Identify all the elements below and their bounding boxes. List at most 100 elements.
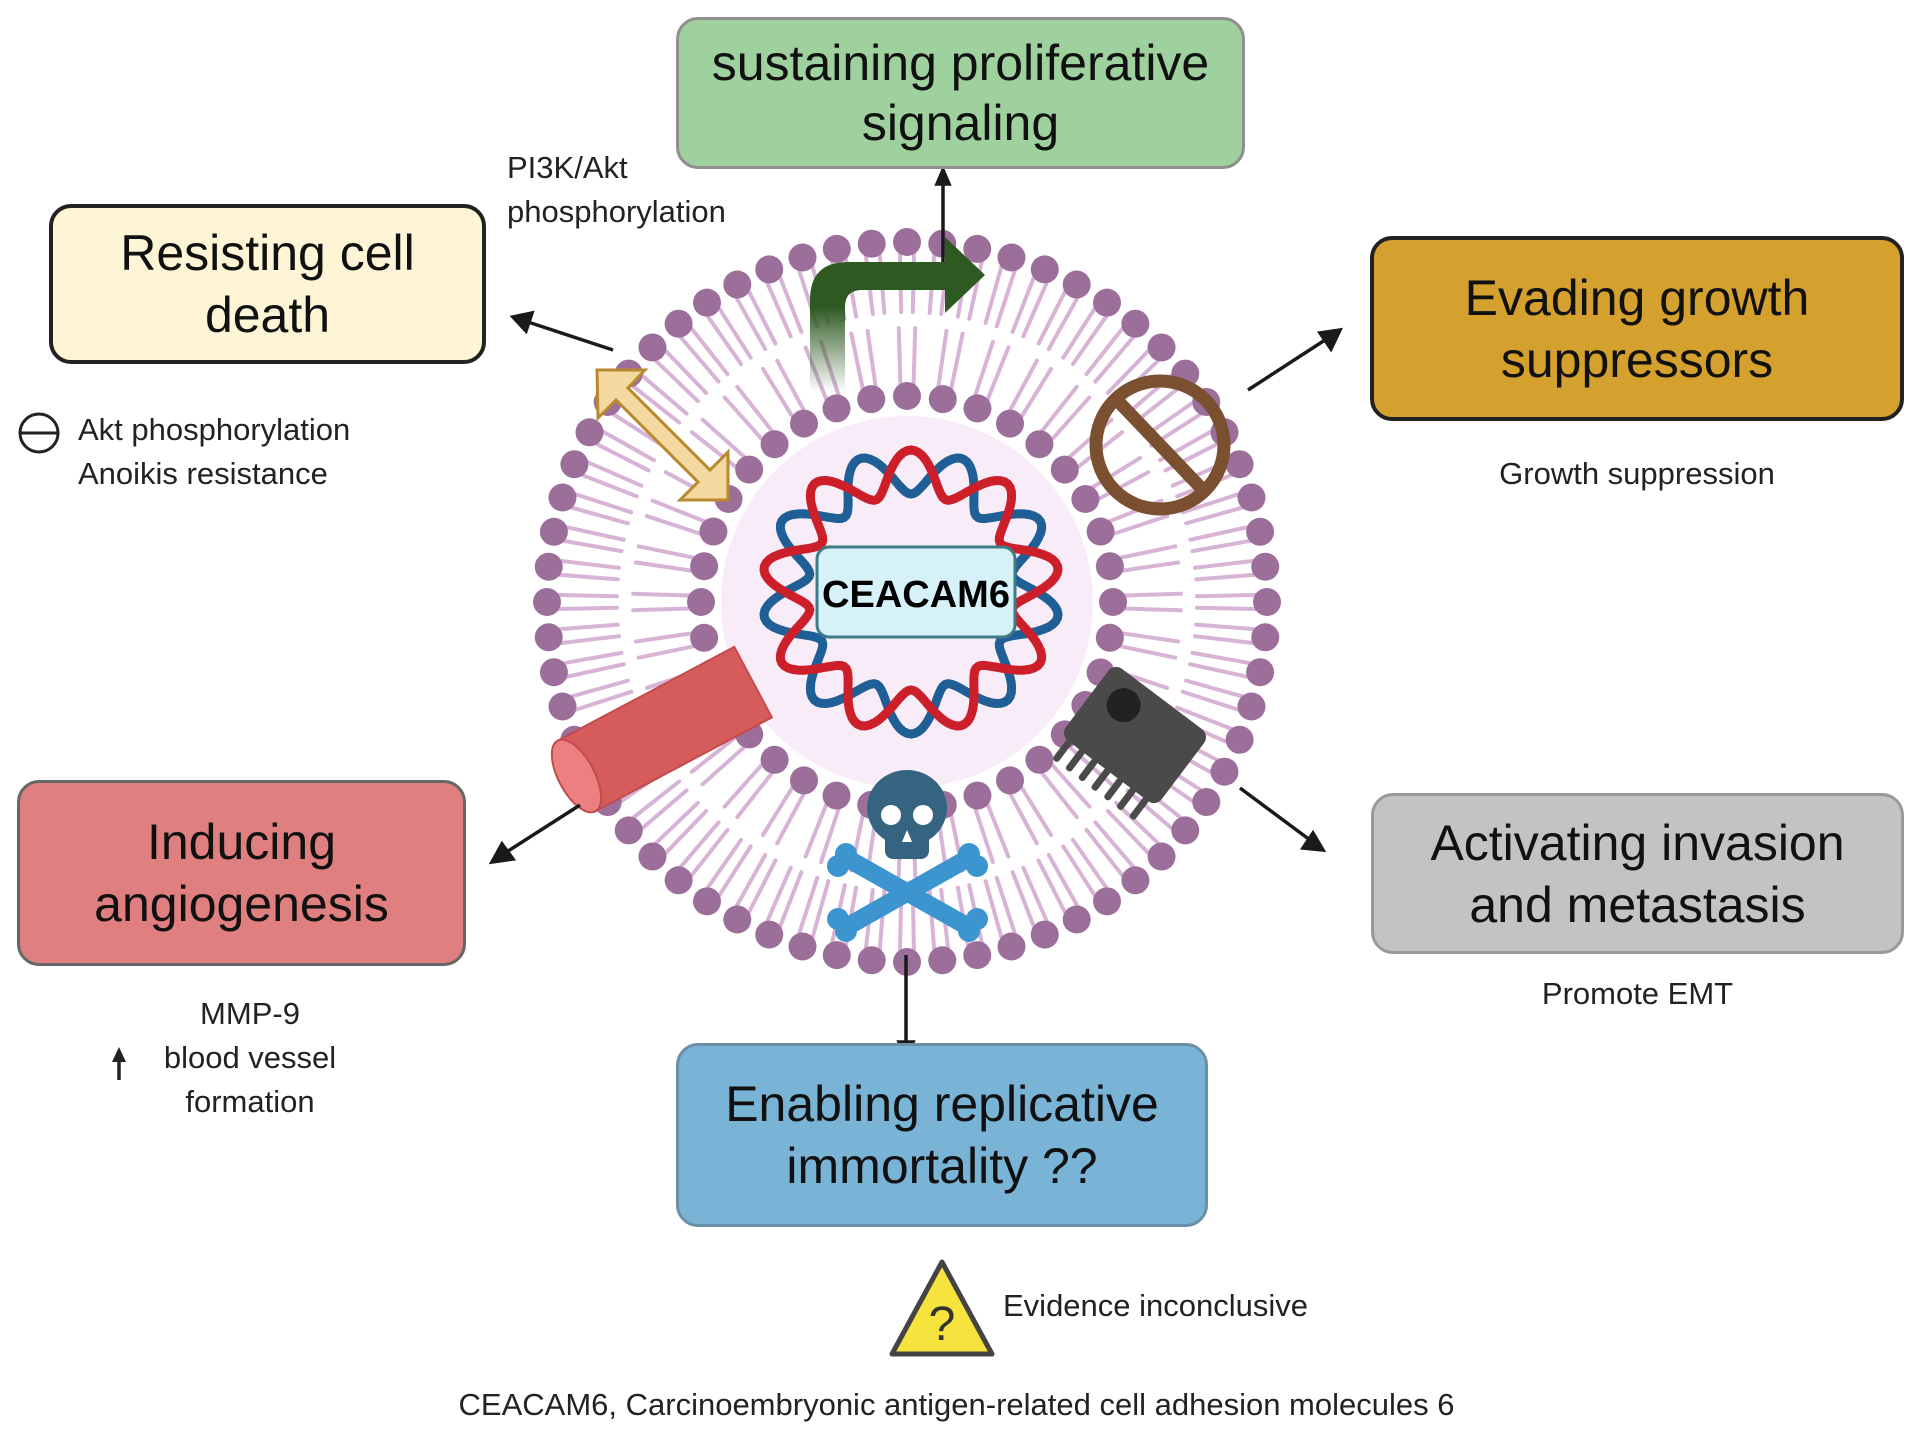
- lipid-tail: [654, 358, 700, 404]
- note-line: Promote EMT: [1541, 976, 1734, 1011]
- lipid-tail: [689, 326, 730, 377]
- lipid-tail: [640, 373, 689, 416]
- lipid-tail: [1040, 384, 1079, 433]
- box-line: Evading growth: [1464, 269, 1810, 326]
- lipid-head: [755, 255, 784, 284]
- lipid-tail: [722, 395, 764, 442]
- lipid-head: [575, 418, 604, 447]
- lipid-head: [1192, 788, 1221, 817]
- lipid-tail: [700, 417, 747, 459]
- lipid-head: [1121, 309, 1150, 338]
- lipid-tail: [636, 644, 696, 660]
- lipid-tail: [1184, 678, 1244, 699]
- lipid-tail: [1194, 622, 1256, 632]
- lipid-tail: [1093, 335, 1136, 384]
- lipid-head: [996, 409, 1024, 438]
- lipid-tail: [1010, 870, 1036, 929]
- lipid-tail: [747, 289, 778, 346]
- lipid-tail: [633, 560, 694, 573]
- lipid-tail: [636, 544, 696, 560]
- note-mmp9: MMP-9 blood vessel formation: [130, 992, 370, 1124]
- lipid-tail: [734, 852, 768, 908]
- lipid-head: [1025, 745, 1054, 774]
- lipid-head: [893, 228, 921, 256]
- lipid-tail: [586, 460, 644, 488]
- lipid-tail: [973, 339, 995, 398]
- lipid-tail: [650, 498, 707, 524]
- lipid-head: [822, 941, 851, 970]
- lipid-head: [533, 588, 561, 616]
- lipid-head: [1093, 288, 1122, 317]
- lipid-tail: [1114, 800, 1160, 846]
- lipid-tail: [689, 827, 730, 878]
- lipid-tail: [1070, 314, 1109, 367]
- lipid-tail: [1194, 572, 1256, 582]
- lipid-tail: [810, 879, 831, 939]
- lipid-head: [1225, 725, 1254, 754]
- box-line: death: [204, 287, 331, 343]
- lipid-head: [788, 243, 817, 272]
- box-line: Inducing: [146, 814, 337, 870]
- lipid-tail: [1190, 650, 1252, 666]
- lipid-tail: [574, 492, 634, 515]
- lipid-head: [1253, 588, 1281, 616]
- lipid-head: [534, 552, 563, 581]
- lipid-tail: [797, 875, 820, 935]
- lipid-tail: [1096, 470, 1151, 501]
- lipid-tail: [983, 265, 1004, 325]
- box-line: Activating invasion: [1430, 814, 1845, 871]
- lipid-tail: [689, 735, 738, 774]
- lipid-tail: [574, 689, 634, 712]
- lipid-tail: [1105, 809, 1151, 855]
- lipid-tail: [896, 326, 903, 387]
- lipid-head: [893, 382, 921, 410]
- lipid-tail: [631, 606, 692, 613]
- lipid-head: [692, 288, 721, 317]
- lipid-tail: [705, 314, 744, 367]
- lipid-tail: [717, 306, 753, 360]
- lipid-head: [996, 766, 1024, 795]
- lipid-tail: [722, 762, 764, 809]
- lipid-tail: [1046, 852, 1080, 908]
- lipid-head: [692, 887, 721, 916]
- lipid-tail: [911, 326, 918, 387]
- lipid-tail: [1040, 771, 1079, 820]
- box-line: suppressors: [1500, 331, 1774, 388]
- lipid-tail: [865, 328, 878, 389]
- signaling-arrow-icon: [810, 237, 985, 392]
- lipid-tail: [760, 366, 795, 419]
- lipid-tail: [1120, 560, 1181, 573]
- lipid-head: [1246, 658, 1275, 687]
- lipid-tail: [631, 779, 682, 820]
- lipid-head: [638, 842, 667, 871]
- lipid-tail: [1061, 306, 1097, 360]
- lipid-head: [690, 623, 719, 652]
- lipid-head: [664, 309, 693, 338]
- lipid-tail: [819, 806, 841, 865]
- footnote: CEACAM6, Carcinoembryonic antigen-relate…: [458, 1387, 1455, 1422]
- lipid-head: [963, 781, 992, 810]
- dna-strand-red: [759, 445, 1063, 731]
- box-line: Enabling replicative: [725, 1076, 1159, 1132]
- lipid-head: [1237, 692, 1266, 721]
- lipid-head: [1225, 450, 1254, 479]
- lipid-tail: [700, 745, 747, 787]
- lipid-tail: [765, 281, 793, 339]
- lipid-head: [560, 450, 589, 479]
- lipid-head: [539, 517, 568, 546]
- lipid-tail: [1105, 349, 1151, 395]
- lipid-tail: [565, 662, 626, 679]
- lipid-head: [1147, 333, 1176, 362]
- lipid-tail: [1118, 544, 1178, 560]
- increase-arrow-icon: [112, 1047, 126, 1080]
- lipid-head: [1030, 920, 1059, 949]
- lipid-tail: [1125, 788, 1174, 831]
- note-promote-emt: Promote EMT: [1371, 972, 1904, 1016]
- lipid-tail: [1132, 384, 1183, 425]
- lipid-tail: [1190, 538, 1252, 554]
- lipid-tail: [1175, 705, 1234, 731]
- lipid-tail: [678, 820, 721, 869]
- note-akt-anoikis: Akt phosphorylation Anoikis resistance: [78, 408, 350, 496]
- box-line: immortality ??: [786, 1138, 1098, 1194]
